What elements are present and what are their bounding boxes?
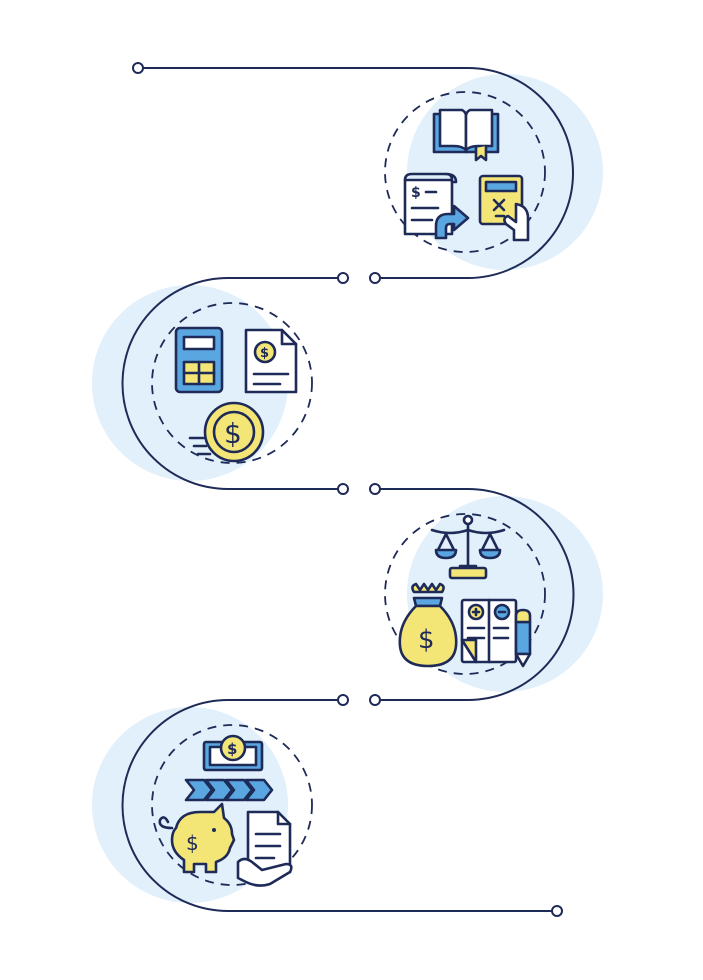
timeline-node: [369, 483, 381, 495]
step-3-dashed-ring: [384, 513, 546, 675]
connector-segment-2: [121, 277, 339, 490]
money-bag-icon: $: [398, 582, 458, 668]
balance-scale-icon: [430, 514, 506, 580]
timeline-node: [369, 694, 381, 706]
timeline-connector: [121, 67, 575, 912]
timeline-node: [369, 272, 381, 284]
dollar-sign: $: [411, 185, 421, 201]
step-1-dashed-ring: [384, 91, 546, 253]
timeline-node: [337, 483, 349, 495]
dollar-sign: $: [418, 625, 435, 655]
timeline-end-node: [551, 905, 563, 917]
piggy-bank-icon: $: [158, 802, 236, 874]
dollar-sign: $: [227, 740, 237, 758]
dollar-sign: $: [260, 346, 269, 361]
timeline-node: [337, 694, 349, 706]
connector-segment-4: [121, 699, 553, 912]
calculator-icon: [174, 326, 224, 394]
dollar-sign: $: [224, 417, 242, 450]
step-4-icons: $ $: [158, 734, 293, 887]
connector-segment-3: [379, 488, 575, 701]
step-4-dashed-ring: [151, 724, 313, 886]
timeline-start-node: [132, 62, 144, 74]
timeline-node: [337, 272, 349, 284]
timeline-nodes: [132, 62, 563, 917]
step-1-icons: $: [403, 108, 530, 242]
dollar-document-icon: $: [244, 328, 298, 394]
dollar-coin-icon: $: [188, 401, 265, 463]
forward-arrow-icon: [434, 204, 470, 240]
dollar-sign: $: [186, 831, 199, 855]
pencil-icon: [514, 608, 532, 668]
chevron-arrows-icon: [184, 778, 274, 802]
pros-cons-sheet-icon: [460, 598, 518, 664]
banknote-icon: $: [202, 734, 264, 772]
open-book-icon: [432, 108, 500, 162]
document-in-hand-icon: [236, 810, 293, 887]
step-2-icons: $ $: [174, 326, 298, 463]
calculator-in-hand-icon: [478, 174, 530, 242]
connector-segment-1: [142, 67, 574, 279]
step-3-icons: $: [398, 514, 532, 668]
step-2-dashed-ring: [151, 302, 313, 464]
